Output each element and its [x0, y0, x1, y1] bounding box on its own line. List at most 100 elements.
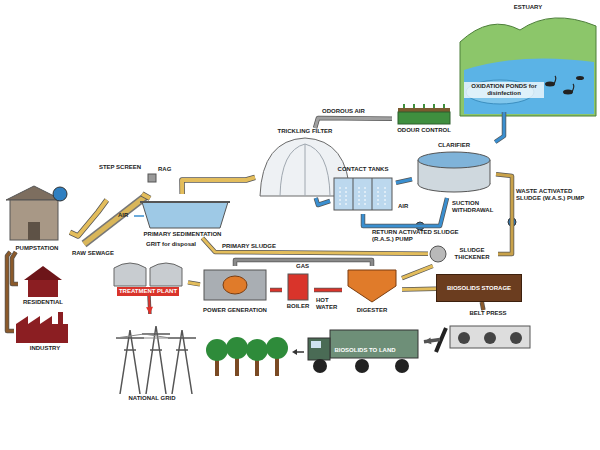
- node-label: CONTACT TANKS: [338, 166, 389, 173]
- air-bubbles: [340, 186, 385, 205]
- truck-body: [330, 330, 418, 358]
- callout-label: AIR: [118, 212, 128, 219]
- boiler-node: BOILER: [282, 270, 314, 310]
- generator-housing: [204, 270, 266, 300]
- dome-ribs: [280, 144, 330, 196]
- pipe-outline: [12, 252, 18, 284]
- node-label: STEP SCREEN: [99, 164, 141, 171]
- pipe: [396, 179, 412, 183]
- belt-press-frame: [450, 326, 530, 348]
- tank-dividers: [353, 178, 372, 210]
- pipe: [402, 287, 436, 291]
- wheel: [313, 359, 327, 373]
- node-label: TREATMENT PLANT: [117, 287, 179, 296]
- pipe-connector: [314, 290, 342, 291]
- node-label: BELT PRESS: [469, 310, 506, 317]
- digester-node: DIGESTER: [342, 266, 402, 314]
- wheel: [395, 359, 409, 373]
- generator: [223, 276, 247, 294]
- node-label: CLARIFIER: [438, 142, 470, 149]
- pipe-outline: [316, 198, 330, 205]
- clarifier-water: [418, 152, 490, 168]
- pipe: [270, 289, 282, 292]
- step-screen-node: STEP SCREEN: [90, 164, 150, 200]
- pumpstation-node: PUMPSTATION: [4, 182, 70, 252]
- pipe-connector: [188, 282, 200, 284]
- node-label: BOILER: [287, 303, 310, 310]
- swan-neck: [572, 84, 574, 92]
- pipe-outline: [363, 198, 447, 226]
- power-lines: [116, 334, 170, 338]
- belt-press-node: BELT PRESS: [440, 310, 536, 356]
- arrow-head: [146, 307, 153, 314]
- truck-node: BIOSOLIDS TO LAND: [306, 318, 424, 382]
- estuary-node: ESTUARYOXIDATION PONDS for disinfection: [460, 4, 596, 116]
- factory-chimney: [58, 312, 63, 324]
- digester-tank: [348, 270, 396, 302]
- node-label: RESIDENTIAL: [23, 299, 63, 306]
- node-label: SLUDGE THICKENER: [446, 247, 498, 261]
- storage-tank: [114, 263, 146, 286]
- pylon: [168, 330, 196, 394]
- pipe-connector: [316, 198, 330, 205]
- pipe: [70, 200, 107, 236]
- node-label: PUMPSTATION: [16, 245, 59, 252]
- pump-gauge: [53, 187, 67, 201]
- callout-label: WASTE ACTIVATED SLUDGE (W.A.S.) PUMP: [516, 188, 594, 202]
- truck-window: [311, 341, 321, 348]
- tree-trunk: [235, 358, 239, 376]
- callout-label: SUCTION WITHDRAWAL: [452, 200, 498, 214]
- pipe-connector: [182, 177, 255, 194]
- scraper-bridge: [140, 201, 230, 203]
- contact-tank: [334, 178, 392, 210]
- tree-canopy: [206, 339, 228, 361]
- edge-label: HOT WATER: [316, 297, 342, 311]
- roller: [484, 332, 496, 344]
- residential-node: RESIDENTIAL: [18, 262, 68, 306]
- house-roof: [24, 266, 62, 280]
- pipe-outline: [182, 177, 255, 194]
- edge-label: ODOROUS AIR: [322, 108, 365, 115]
- national-grid-node: NATIONAL GRID: [104, 314, 200, 402]
- tree-canopy: [226, 337, 248, 359]
- callout-label: RETURN ACTIVATED SLUDGE (R.A.S.) PUMP: [372, 229, 468, 243]
- pipe: [363, 198, 447, 226]
- arrow-head: [292, 349, 297, 355]
- storage-tank: [150, 263, 182, 286]
- biofilter-plants: [404, 104, 444, 108]
- boiler-unit: [288, 274, 308, 300]
- flow-arrow: [296, 351, 304, 353]
- pipe-connector: [363, 198, 447, 226]
- swan: [576, 76, 584, 80]
- edge-label: RAW SEWAGE: [72, 250, 114, 257]
- pipe-outline: [496, 174, 512, 254]
- estuary-water: [464, 58, 594, 114]
- node-label: DIGESTER: [357, 307, 388, 314]
- node-label: ODOUR CONTROL: [397, 127, 451, 134]
- node-label: ESTUARY: [514, 4, 542, 11]
- pipe: [316, 198, 330, 205]
- pipe-connector: [315, 118, 392, 128]
- pipe-outline: [188, 282, 200, 284]
- roller: [458, 332, 470, 344]
- pipe-connector: [496, 174, 512, 254]
- pipe-connector: [396, 179, 412, 183]
- edge-label: GAS: [296, 263, 309, 270]
- rag-bag: [148, 174, 156, 182]
- swan-neck: [554, 76, 556, 84]
- pipe-connector: [402, 266, 433, 278]
- pipe-connector: [12, 252, 18, 284]
- trickling-filter-node: TRICKLING FILTER: [255, 128, 355, 198]
- pipe-outline: [270, 288, 282, 293]
- node-label: POWER GENERATION: [203, 307, 267, 314]
- pipe-connector: [146, 296, 153, 314]
- pipe-connector: [270, 290, 282, 291]
- pipe: [482, 302, 484, 310]
- pipe-connector: [482, 302, 484, 310]
- thickener-node: SLUDGE THICKENER: [428, 242, 498, 266]
- arrow-head: [424, 337, 431, 344]
- pipe-connector: [7, 252, 14, 331]
- odour-control-node: ODOUR CONTROL: [392, 104, 456, 134]
